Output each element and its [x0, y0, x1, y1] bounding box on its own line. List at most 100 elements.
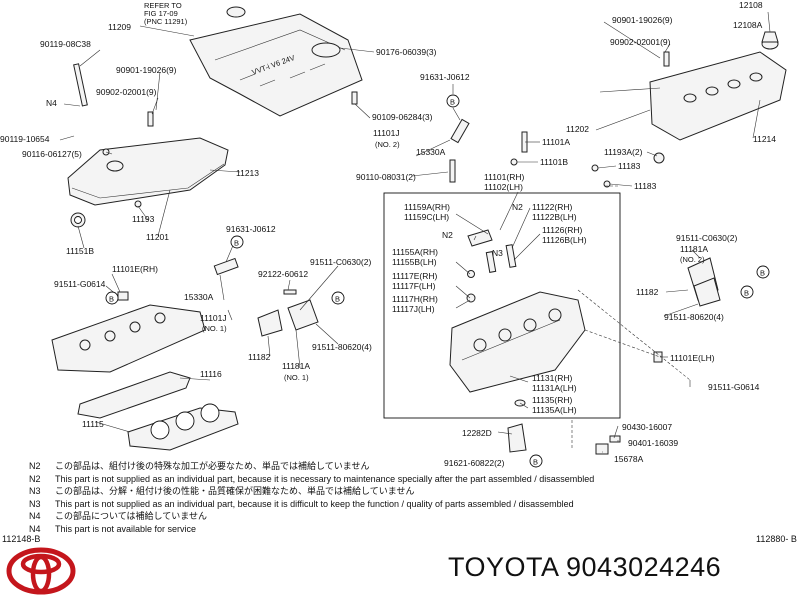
label-11101e-lh: 11101E(LH)	[670, 353, 715, 363]
label-90902-right: 90902-02001(9)	[610, 37, 671, 47]
label-11181a-mid: 11181A	[282, 361, 310, 371]
label-11115: 11115	[82, 419, 104, 429]
label-11122: 11122(RH)	[532, 202, 572, 212]
figure-code-right: 112880- B	[756, 534, 797, 544]
label-11202: 11202	[566, 124, 589, 134]
label-12108: 12108	[739, 0, 763, 10]
label-91631-mid: 91631-J0612	[226, 224, 276, 234]
cylinder-head-group-box	[383, 192, 621, 419]
figure-code-left: 112148-B	[2, 534, 41, 544]
label-11131a: 11131A(LH)	[532, 383, 577, 393]
label-11182-mid: 11182	[248, 352, 271, 362]
label-11101-rh: 11101(RH)	[484, 172, 524, 182]
toyota-logo-icon	[6, 547, 76, 595]
label-90176: 90176-06039(3)	[376, 47, 437, 57]
label-no2-right: (NO. 2)	[680, 255, 705, 264]
label-11183-a: 11183	[618, 161, 641, 171]
label-11155a: 11155A(RH)	[392, 247, 438, 257]
label-11201: 11201	[146, 232, 169, 242]
label-12108a: 12108A	[733, 20, 763, 30]
label-11213: 11213	[236, 168, 259, 178]
label-12282d: 12282D	[462, 428, 492, 438]
label-90109: 90109-06284(3)	[372, 112, 433, 122]
head-gasket-11115	[127, 403, 239, 451]
label-11101j-top: 11101J	[373, 128, 400, 138]
label-91511-80620-mid: 91511-80620(4)	[312, 342, 372, 352]
label-11102-lh: 11102(LH)	[484, 182, 523, 192]
label-11214: 11214	[753, 134, 776, 144]
label-11126b: 11126B(LH)	[542, 235, 587, 245]
label-11135a: 11135A(LH)	[532, 405, 577, 415]
label-11117e: 11117E(RH)	[392, 271, 438, 281]
label-11159a: 11159A(RH)	[404, 202, 450, 212]
label-11101e-rh: 11101E(RH)	[112, 264, 158, 274]
label-refer-1: REFER TO	[144, 1, 182, 10]
label-11117f: 11117F(LH)	[392, 281, 436, 291]
label-11101b: 11101B	[540, 157, 568, 167]
svg-text:B: B	[760, 269, 765, 278]
label-90110: 90110-08031(2)	[356, 172, 416, 182]
label-n4: N4	[46, 98, 57, 108]
label-11117j: 11117J(LH)	[392, 304, 435, 314]
label-15330a-top: 15330A	[416, 147, 446, 157]
label-n2-a: N2	[512, 202, 523, 212]
brand-part-number: TOYOTA 9043024246	[448, 552, 722, 582]
engine-cover-11209: VVT-i V6 24V	[189, 6, 363, 117]
label-11101a: 11101A	[542, 137, 570, 147]
label-90901-right: 90901-19026(9)	[612, 15, 673, 25]
label-11155b: 11155B(LH)	[392, 257, 437, 267]
label-15330a-mid: 15330A	[184, 292, 214, 302]
svg-text:B: B	[109, 295, 114, 304]
label-91511-g-left: 91511-G0614	[54, 279, 106, 289]
label-90116: 90116-06127(5)	[22, 149, 82, 159]
label-n3: N3	[492, 248, 503, 258]
svg-text:B: B	[450, 98, 455, 107]
label-no1-mid: (NO. 1)	[202, 324, 227, 333]
label-refer-3: (PNC 11291)	[144, 17, 188, 26]
label-90902-left: 90902-02001(9)	[96, 87, 157, 97]
label-90119-08c38: 90119-08C38	[40, 39, 91, 49]
label-11193a: 11193A(2)	[604, 147, 643, 157]
leader-lines	[59, 11, 771, 453]
label-11117h: 11117H(RH)	[392, 294, 438, 304]
label-n2-b: N2	[442, 230, 453, 240]
label-11193: 11193	[132, 214, 155, 224]
label-91631-top: 91631-J0612	[420, 72, 470, 82]
label-11181a-right: 11181A	[680, 244, 708, 254]
label-90901-left: 90901-19026(9)	[116, 65, 177, 75]
label-11135: 11135(RH)	[532, 395, 572, 405]
label-11183-b: 11183	[634, 181, 657, 191]
label-91511-80620-right: 91511-80620(4)	[664, 312, 724, 322]
label-90401: 90401-16039	[628, 438, 678, 448]
svg-text:B: B	[533, 458, 538, 467]
label-11122b: 11122B(LH)	[532, 212, 577, 222]
cylinder-head-left	[51, 291, 206, 373]
label-11116: 11116	[200, 369, 222, 379]
label-15678a: 15678A	[614, 454, 644, 464]
svg-text:B: B	[335, 295, 340, 304]
intake-gasket-11116	[77, 371, 191, 419]
label-11182-right: 11182	[636, 287, 659, 297]
label-11209: 11209	[108, 22, 131, 32]
label-11151b: 11151B	[66, 246, 94, 256]
circle-markers: B B B B B B B	[105, 94, 770, 468]
label-92122: 92122-60612	[258, 269, 308, 279]
part-labels: REFER TO FIG 17-09 (PNC 11291) 11209 901…	[0, 0, 776, 468]
cylinder-head-cover-11202	[649, 31, 787, 141]
svg-text:B: B	[744, 289, 749, 298]
label-90430: 90430-16007	[622, 422, 672, 432]
label-refer-2: FIG 17-09	[144, 9, 178, 18]
label-91621: 91621-60822(2)	[444, 458, 505, 468]
label-no2-top: (NO. 2)	[375, 140, 400, 149]
cylinder-head-11101	[449, 229, 586, 407]
label-11131: 11131(RH)	[532, 373, 572, 383]
